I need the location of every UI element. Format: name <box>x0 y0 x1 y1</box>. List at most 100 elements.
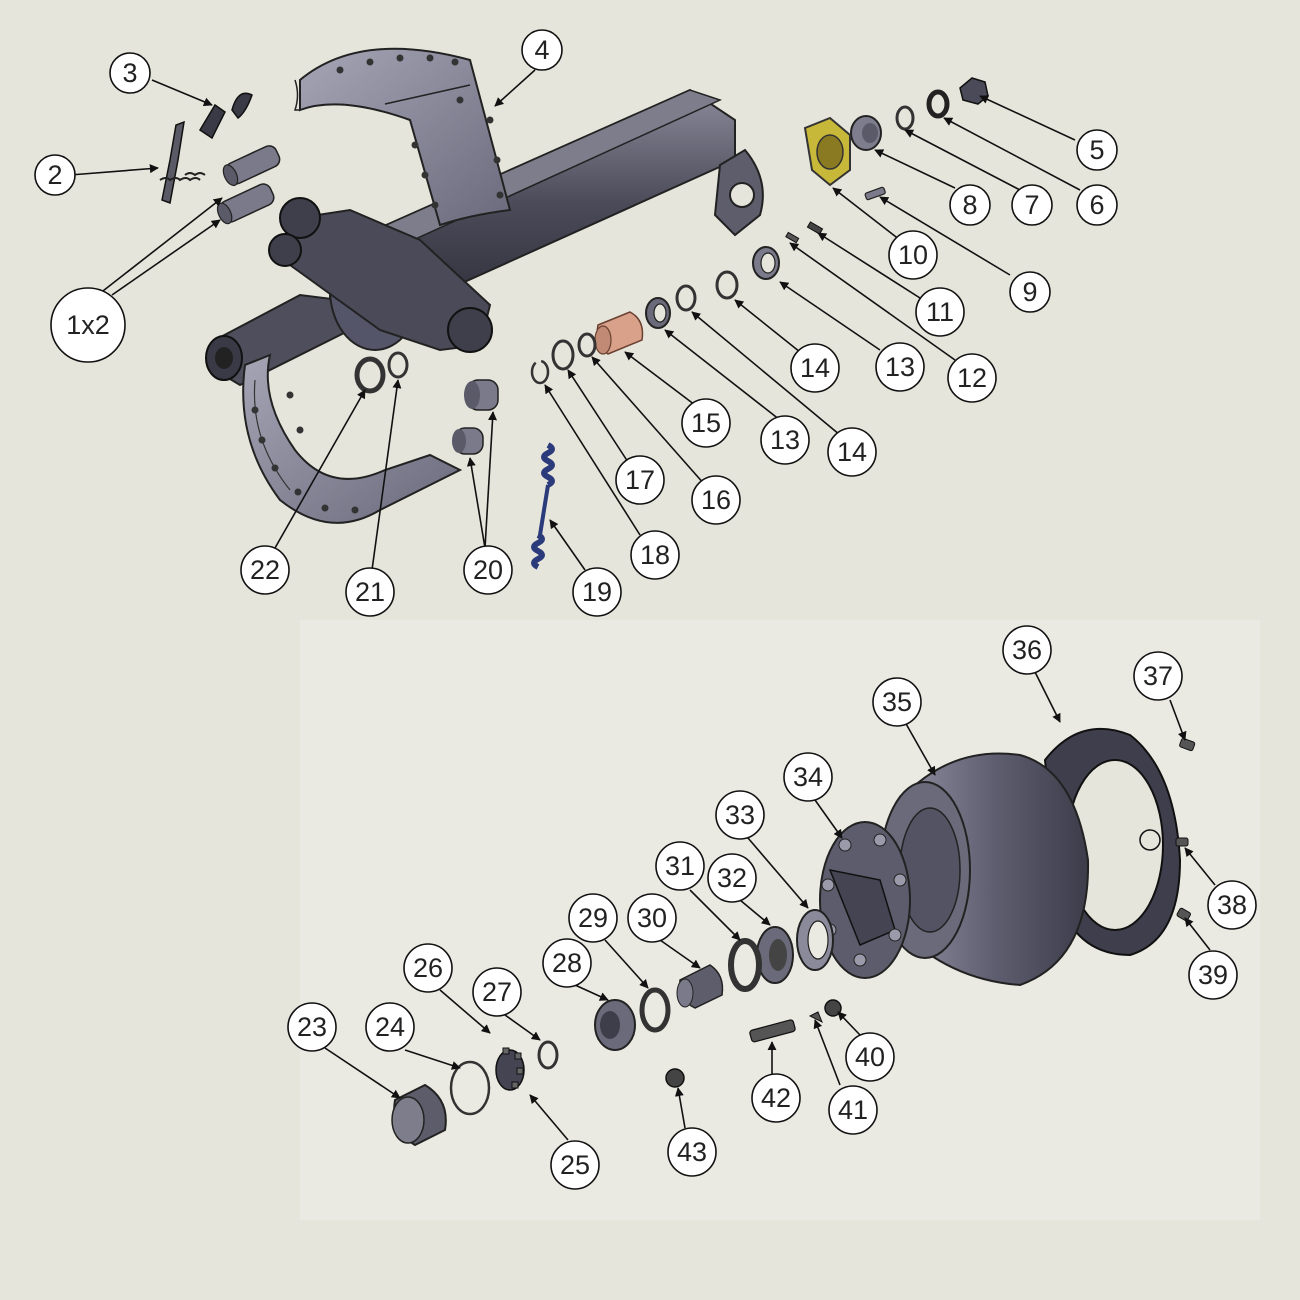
part-14-ring-outer <box>715 270 739 300</box>
callout-32: 32 <box>707 853 757 903</box>
callout-label: 3 <box>122 58 137 88</box>
callout-label: 9 <box>1022 277 1037 307</box>
callout-7: 7 <box>1011 184 1053 226</box>
leader-4 <box>494 69 536 107</box>
callout-label: 5 <box>1089 135 1104 165</box>
callout-20: 20 <box>463 545 513 595</box>
leader-14a <box>734 299 801 353</box>
callout-label: 18 <box>640 540 670 570</box>
callout-37: 37 <box>1133 651 1183 701</box>
leader-32 <box>739 899 771 926</box>
part-34-wheel-hub <box>819 821 911 979</box>
part-13-seal-inner <box>645 297 671 329</box>
callout-23: 23 <box>287 1002 337 1052</box>
part-29-outer-cup <box>639 987 671 1033</box>
leader-10 <box>832 187 901 241</box>
callout-13b: 13 <box>760 415 810 465</box>
part-9-grease-fitting <box>864 186 886 201</box>
callout-36: 36 <box>1002 625 1052 675</box>
part-31-bearing-cup <box>728 938 762 992</box>
callout-3: 3 <box>109 52 151 94</box>
callout-label: 36 <box>1012 635 1042 665</box>
callout-label: 16 <box>701 485 731 515</box>
callout-label: 28 <box>552 948 582 978</box>
callout-label: 41 <box>838 1095 868 1125</box>
callout-label: 33 <box>725 800 755 830</box>
callout-43: 43 <box>667 1127 717 1177</box>
callout-label: 29 <box>578 903 608 933</box>
part-8-bearing-cup <box>850 115 882 151</box>
callout-11: 11 <box>915 287 965 337</box>
leader-16 <box>591 356 706 486</box>
callout-label: 6 <box>1089 190 1104 220</box>
callout-4: 4 <box>521 29 563 71</box>
callout-22: 22 <box>240 545 290 595</box>
leader-39 <box>1184 917 1211 951</box>
leader-29 <box>604 939 649 989</box>
callout-label: 14 <box>837 437 867 467</box>
callout-14b: 14 <box>827 427 877 477</box>
callout-label: 31 <box>665 851 695 881</box>
part-1x2-anchor-pins <box>216 145 281 225</box>
callout-41: 41 <box>828 1085 878 1135</box>
leader-21 <box>371 379 402 571</box>
callout-label: 7 <box>1024 190 1039 220</box>
leader-15 <box>624 351 696 406</box>
part-4-brake-shoe-upper <box>293 47 512 227</box>
callout-label: 10 <box>898 240 928 270</box>
part-16-ring <box>577 332 597 358</box>
part-23-hub-cap <box>391 1083 447 1147</box>
part-37-bolt <box>1179 737 1196 752</box>
callout-label: 24 <box>375 1012 405 1042</box>
callout-label: 40 <box>855 1042 885 1072</box>
part-24-o-ring <box>449 1060 491 1116</box>
leader-41 <box>813 1019 841 1086</box>
callout-28: 28 <box>542 938 592 988</box>
leader-1x2-b <box>111 219 221 296</box>
spindle-end-inner <box>215 347 233 369</box>
callout-label: 12 <box>957 363 987 393</box>
callout-42: 42 <box>751 1073 801 1123</box>
callout-label: 26 <box>413 953 443 983</box>
leader-5 <box>979 95 1076 141</box>
callout-label: 43 <box>677 1137 707 1167</box>
spider-boss-top <box>279 197 321 239</box>
callout-label: 1x2 <box>66 310 110 340</box>
leader-7 <box>904 129 1021 191</box>
part-33-hub-seal <box>796 909 834 971</box>
callout-label: 15 <box>691 408 721 438</box>
callout-label: 19 <box>582 577 612 607</box>
part-6-locknut <box>926 89 950 119</box>
leader-lines <box>69 69 1216 1141</box>
leader-40 <box>837 1011 861 1036</box>
leader-20a <box>484 411 498 549</box>
callout-6: 6 <box>1076 184 1118 226</box>
callout-27: 27 <box>472 967 522 1017</box>
callout-label: 25 <box>560 1150 590 1180</box>
part-38-bolt <box>1175 837 1189 847</box>
callout-label: 34 <box>793 762 823 792</box>
part-21-ring <box>387 351 409 379</box>
callout-33: 33 <box>715 790 765 840</box>
callout-label: 13 <box>770 425 800 455</box>
callout-label: 32 <box>717 863 747 893</box>
callout-label: 11 <box>926 297 954 327</box>
callout-34: 34 <box>783 752 833 802</box>
part-40-nut <box>824 999 842 1017</box>
callout-label: 42 <box>761 1083 791 1113</box>
leader-6 <box>943 117 1081 191</box>
leader-35 <box>904 721 936 776</box>
leader-27 <box>504 1014 541 1041</box>
callout-label: 38 <box>1217 890 1247 920</box>
leader-20b <box>466 457 486 549</box>
callout-8: 8 <box>949 184 991 226</box>
callout-35: 35 <box>872 677 922 727</box>
callout-label: 30 <box>637 903 667 933</box>
brake-shoe-lower <box>242 353 463 524</box>
callout-16: 16 <box>691 475 741 525</box>
leader-19 <box>549 519 586 571</box>
part-20-rollers <box>452 379 499 455</box>
leader-37 <box>1169 699 1187 741</box>
leader-9 <box>879 196 1011 276</box>
